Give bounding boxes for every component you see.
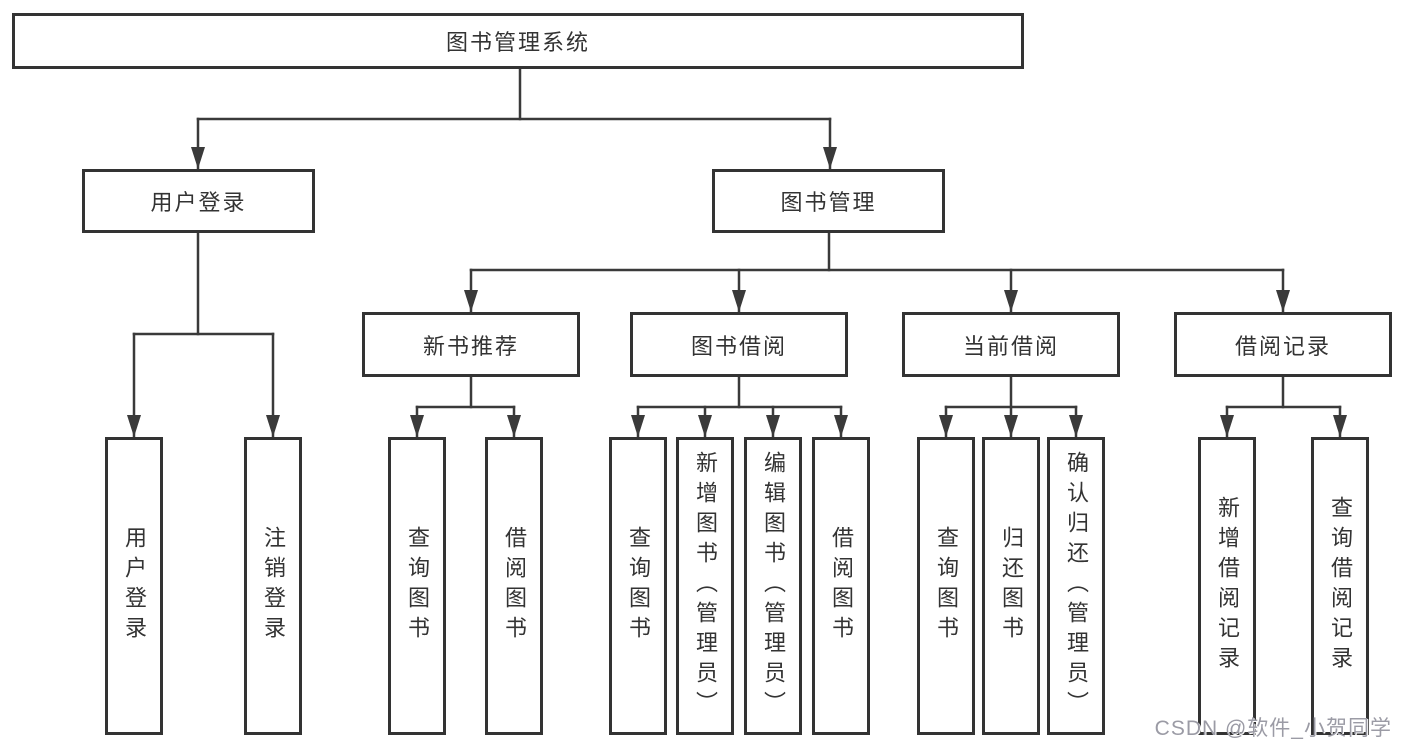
leaf-confirm-return-admin: 确认归还（管理员） [1047, 437, 1105, 735]
leaf-return-books: 归还图书 [982, 437, 1040, 735]
node-borrow-records: 借阅记录 [1174, 312, 1392, 377]
leaf-add-books-admin: 新增图书（管理员） [676, 437, 734, 735]
branch-user-login [127, 231, 280, 439]
branch-root [191, 67, 837, 171]
node-new-book-recommend: 新书推荐 [362, 312, 580, 377]
leaf-logout: 注销登录 [244, 437, 302, 735]
leaf-borrow-books-recommend: 借阅图书 [485, 437, 543, 735]
node-current-borrow: 当前借阅 [902, 312, 1120, 377]
branch-book-borrow [631, 375, 848, 439]
branch-borrow-records [1220, 375, 1347, 439]
leaf-query-borrow-record: 查询借阅记录 [1311, 437, 1369, 735]
branch-current-borrow [939, 375, 1083, 439]
leaf-user-login: 用户登录 [105, 437, 163, 735]
node-user-login: 用户登录 [82, 169, 315, 233]
leaf-borrow-books: 借阅图书 [812, 437, 870, 735]
leaf-query-books-borrow: 查询图书 [609, 437, 667, 735]
watermark: CSDN @软件_小贺同学 [1154, 717, 1392, 740]
branch-new-book-recommend [410, 375, 521, 439]
leaf-edit-books-admin: 编辑图书（管理员） [744, 437, 802, 735]
node-library-system: 图书管理系统 [12, 13, 1024, 69]
leaf-query-books-current: 查询图书 [917, 437, 975, 735]
branch-book-management [464, 231, 1290, 314]
leaf-add-borrow-record: 新增借阅记录 [1198, 437, 1256, 735]
node-book-borrow: 图书借阅 [630, 312, 848, 377]
node-book-management: 图书管理 [712, 169, 945, 233]
leaf-query-books-recommend: 查询图书 [388, 437, 446, 735]
